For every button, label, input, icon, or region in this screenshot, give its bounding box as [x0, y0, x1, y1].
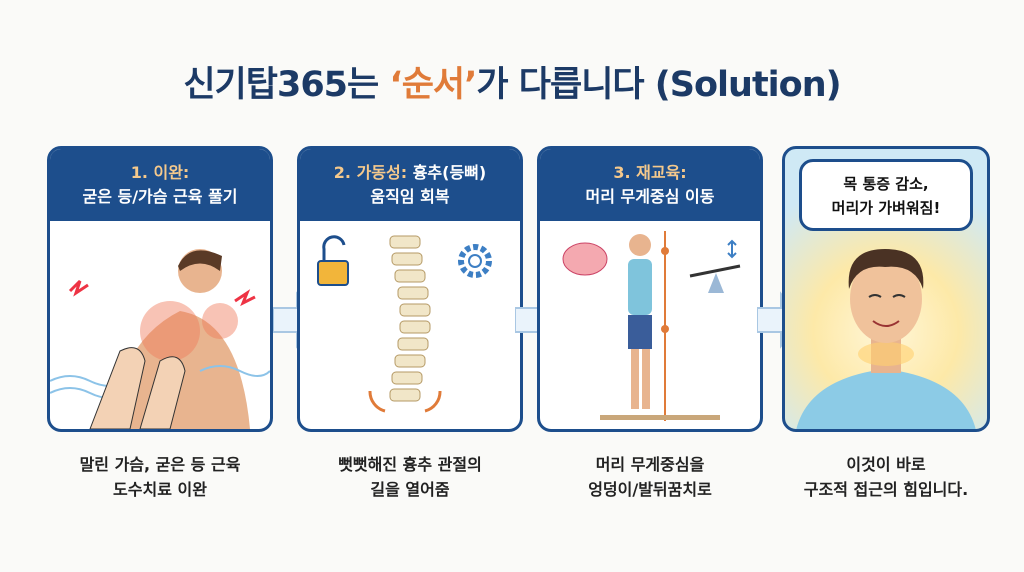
page-title: 신기탑365는 ‘순서’가 다릅니다 (Solution) — [0, 56, 1024, 107]
step-number-rest: 흉추(등뼈) — [407, 163, 487, 182]
step-card-relaxation: 1. 이완: 굳은 등/가슴 근육 풀기 — [47, 146, 273, 432]
gear-icon — [458, 244, 492, 278]
step-header: 2. 가동성: 흉추(등뼈) 움직임 회복 — [300, 149, 520, 221]
caption-line: 이것이 바로 — [846, 455, 926, 474]
caption-line: 뻣뻣해진 흉추 관절의 — [338, 455, 482, 474]
step-card-reeducation: 3. 재교육: 머리 무게중심 이동 — [537, 146, 763, 432]
caption-line: 머리 무게중심을 — [595, 455, 705, 474]
title-prefix: 신기탑365는 — [183, 65, 390, 105]
step-label: 움직임 회복 — [370, 187, 450, 206]
brain-icon — [562, 242, 608, 276]
step-number: 1. 이완: — [130, 163, 190, 182]
title-highlight: ‘순서’ — [389, 65, 477, 105]
spine-illustration — [317, 235, 492, 413]
balance-icon — [689, 239, 741, 293]
posture-illustration — [562, 231, 741, 421]
step-label: 머리 무게중심 이동 — [585, 187, 715, 206]
happy-person-illustration — [796, 249, 976, 429]
step-number-prefix: 2. 가동성: — [333, 163, 408, 182]
step-label: 굳은 등/가슴 근육 풀기 — [82, 187, 238, 206]
unlock-icon — [317, 235, 349, 286]
caption-line: 엉덩이/발뒤꿈치로 — [588, 480, 712, 499]
massage-illustration — [50, 249, 270, 429]
title-suffix: 가 다릅니다 (Solution) — [476, 65, 841, 105]
step-number: 3. 재교육: — [613, 163, 687, 182]
step-number: 2. 가동성: 흉추(등뼈) — [300, 161, 520, 185]
caption-line: 길을 열어줌 — [370, 480, 450, 499]
caption-line: 도수치료 이완 — [113, 480, 207, 499]
bubble-line: 목 통증 감소, — [843, 175, 929, 193]
bubble-line: 머리가 가벼워짐! — [831, 199, 941, 217]
step-header: 3. 재교육: 머리 무게중심 이동 — [540, 149, 760, 221]
step-card-mobility: 2. 가동성: 흉추(등뼈) 움직임 회복 — [297, 146, 523, 432]
step-header: 1. 이완: 굳은 등/가슴 근육 풀기 — [50, 149, 270, 221]
caption-line: 구조적 접근의 힘입니다. — [803, 480, 969, 499]
result-card: 목 통증 감소, 머리가 가벼워짐! — [782, 146, 990, 432]
speech-bubble: 목 통증 감소, 머리가 가벼워짐! — [799, 159, 973, 231]
caption-line: 말린 가슴, 굳은 등 근육 — [79, 455, 241, 474]
